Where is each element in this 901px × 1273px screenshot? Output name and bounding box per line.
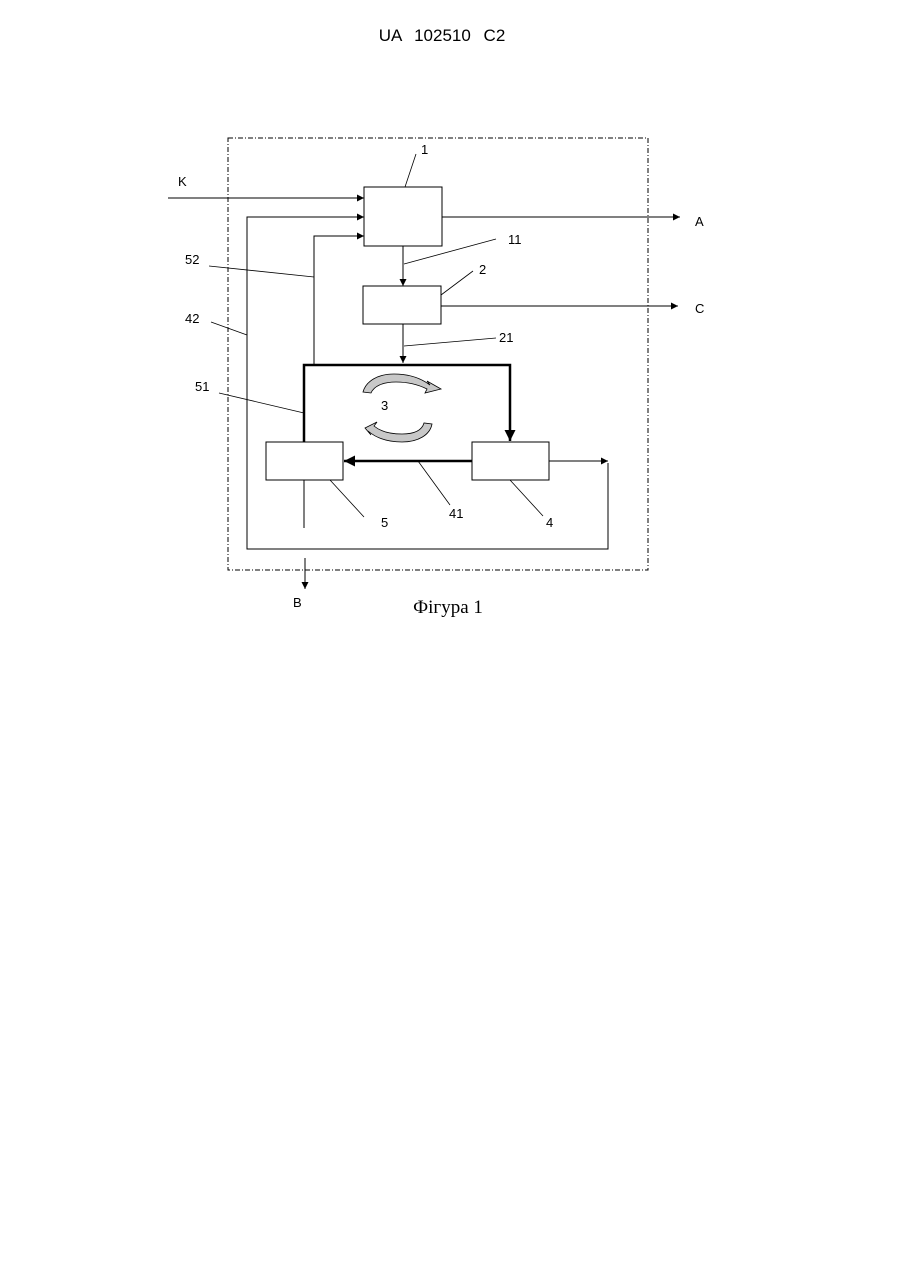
- block-5: [266, 442, 343, 480]
- output-label-b: B: [293, 595, 302, 610]
- ref-41: 41: [449, 506, 463, 521]
- ref-42: 42: [185, 311, 199, 326]
- ref-4: 4: [546, 515, 553, 530]
- ref-51: 51: [195, 379, 209, 394]
- ref-1: 1: [421, 142, 428, 157]
- ref-11: 11: [508, 232, 522, 247]
- ref-5: 5: [381, 515, 388, 530]
- input-label-k: K: [178, 174, 187, 189]
- flow-52: [314, 236, 364, 365]
- figure-caption: Фігура 1: [413, 597, 483, 618]
- output-label-c: C: [695, 301, 704, 316]
- ref-21: 21: [499, 330, 513, 345]
- output-label-a: A: [695, 214, 704, 229]
- ref-52: 52: [185, 252, 199, 267]
- block-2: [363, 286, 441, 324]
- block-1: [364, 187, 442, 246]
- ref-3: 3: [381, 398, 388, 413]
- block-4: [472, 442, 549, 480]
- ref-2: 2: [479, 262, 486, 277]
- cycle-arrows-icon: [363, 374, 441, 442]
